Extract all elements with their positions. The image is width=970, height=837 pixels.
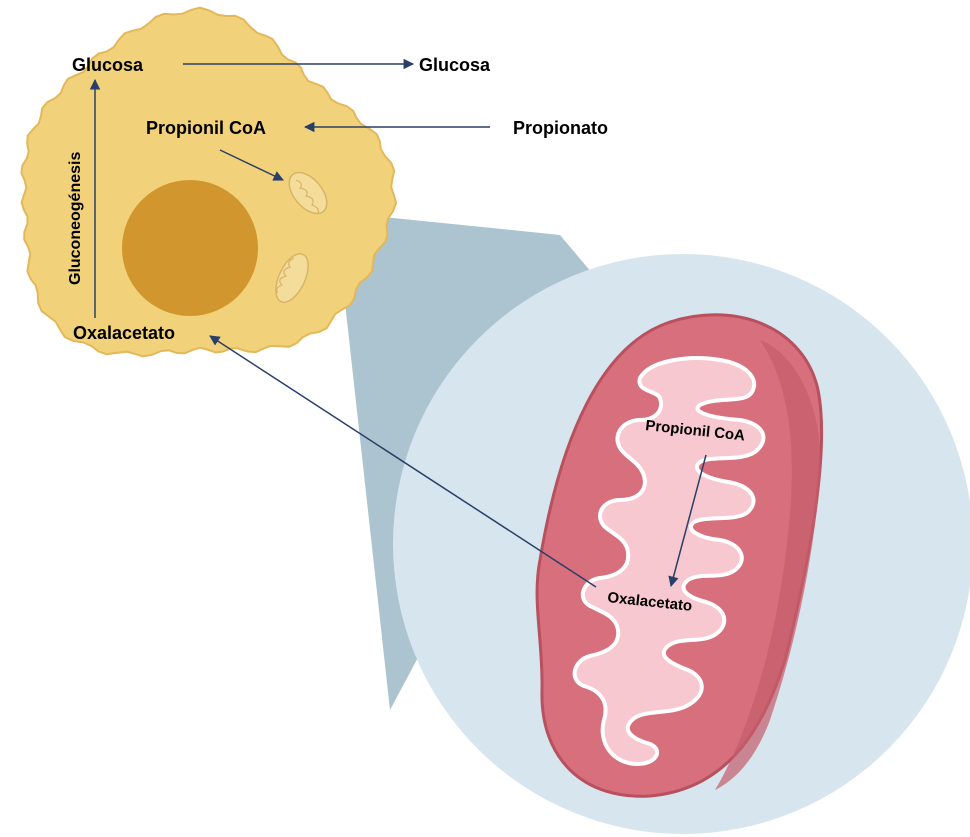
label-gluconeogenesis: Gluconeogénesis [67, 152, 84, 285]
nucleus [122, 180, 258, 316]
label-propionyl-coa-cell: Propionil CoA [146, 118, 266, 138]
label-propionate: Propionato [513, 118, 608, 138]
label-glucose-out: Glucosa [419, 55, 491, 75]
label-oxaloacetate-cell: Oxalacetato [73, 323, 175, 343]
label-glucose-inside: Glucosa [72, 55, 144, 75]
